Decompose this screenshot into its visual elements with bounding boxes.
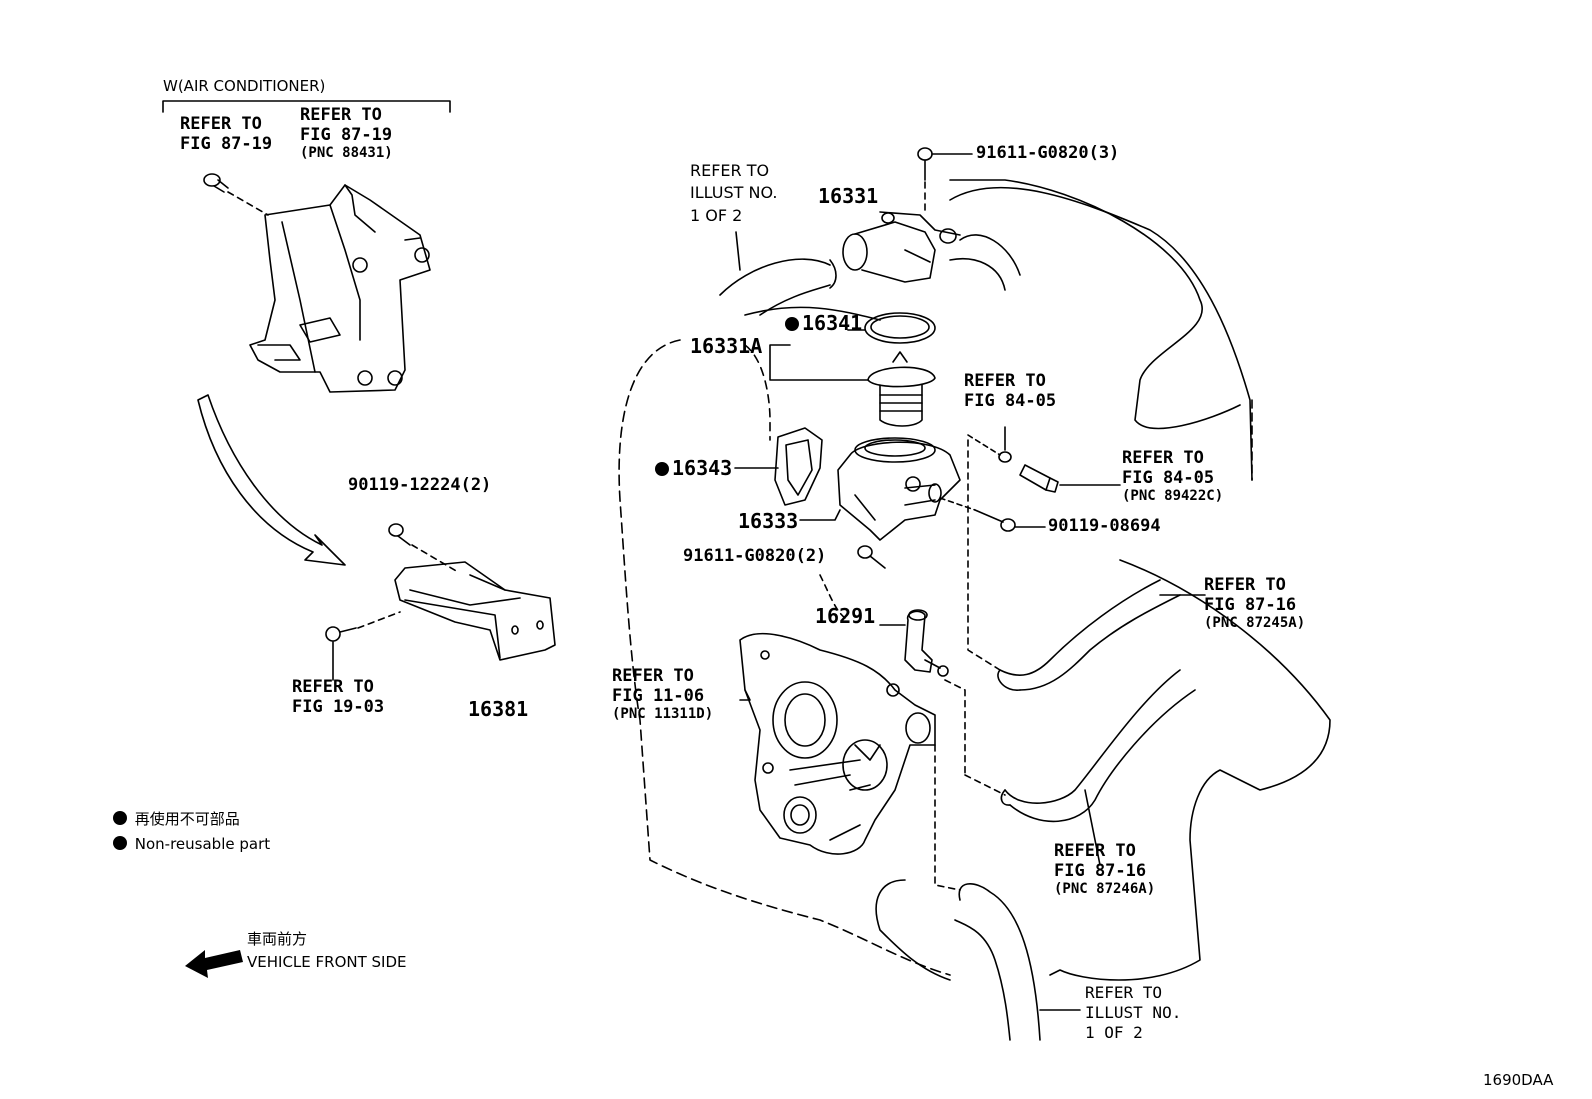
- part-16343: 16343: [655, 457, 732, 480]
- bracket-16381-part: [394, 561, 556, 661]
- non-reusable-dot: [785, 317, 799, 331]
- thermostat-housing-16333-part: [837, 437, 961, 541]
- sensor-part: [1019, 464, 1059, 493]
- hose-bottom: [954, 883, 1041, 1041]
- non-reusable-dot: [113, 811, 127, 825]
- sensor-washer: [998, 451, 1012, 463]
- hose-upper: [719, 258, 831, 316]
- diagram-id: 1690DAA: [1483, 1071, 1554, 1089]
- bolt-upper-left: [203, 173, 229, 193]
- bolt-left-16381: [325, 626, 357, 642]
- part-90119-12224: 90119-12224(2): [348, 475, 492, 495]
- part-16341: 16341: [785, 312, 862, 335]
- part-16381: 16381: [468, 697, 529, 721]
- elbow-16291-part: [904, 609, 949, 677]
- part-16291: 16291: [815, 604, 876, 628]
- part-16331: 16331: [818, 184, 879, 208]
- front-label-jp: 車両前方: [247, 930, 308, 948]
- part-16333: 16333: [738, 509, 799, 533]
- bolt-90119-12224: [388, 523, 411, 546]
- part-90119-08694: 90119-08694: [1048, 516, 1161, 536]
- curved-arrow: [197, 394, 346, 566]
- bolt-91611-mid: [857, 545, 886, 569]
- vehicle-front-arrow: [185, 950, 243, 978]
- front-label-en: VEHICLE FRONT SIDE: [247, 953, 407, 971]
- ac-bracket-part: [249, 184, 431, 393]
- engine-outline-dashed: [618, 339, 951, 976]
- gasket-16343: [774, 427, 823, 506]
- legend-jp: 再使用不可部品: [113, 810, 240, 828]
- non-reusable-dot: [113, 836, 127, 850]
- engine-block: [744, 186, 1253, 481]
- gasket-16341: [864, 312, 936, 344]
- water-inlet-16331-part: [842, 211, 961, 283]
- part-16331A: 16331A: [690, 334, 763, 358]
- hose-lower-right-b: [1004, 669, 1196, 823]
- part-91611-top: 91611-G0820(3): [976, 143, 1120, 163]
- bolt-90119-08694: [974, 509, 1016, 532]
- legend-en: Non-reusable part: [113, 835, 270, 853]
- ac-bracket-line: [162, 100, 451, 113]
- non-reusable-dot: [655, 462, 669, 476]
- thermostat-part: [867, 351, 936, 427]
- bolt-91611-top: [917, 147, 933, 181]
- hose-lower-right-a: [999, 579, 1181, 691]
- water-pump-part: [739, 632, 936, 855]
- air-conditioner-label: W(AIR CONDITIONER): [163, 77, 326, 95]
- part-91611-mid: 91611-G0820(2): [683, 546, 827, 566]
